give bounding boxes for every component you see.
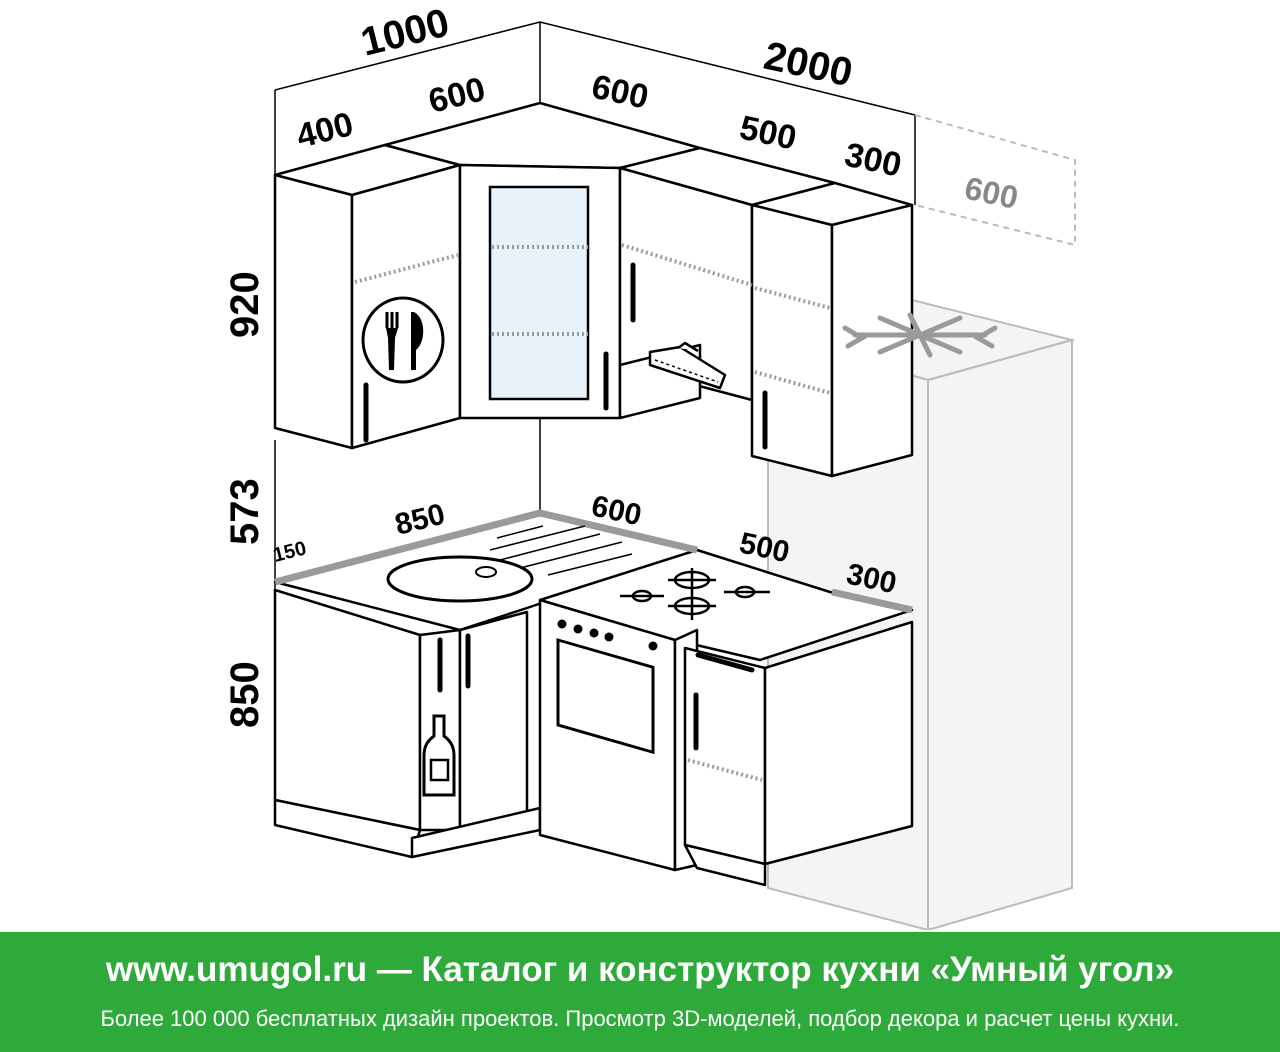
- banner-title[interactable]: www.umugol.ru — Каталог и конструктор ку…: [105, 950, 1175, 989]
- upper-cabinets: [273, 101, 914, 478]
- dim-upper-300: 300: [841, 136, 904, 185]
- dim-upper-600-left: 600: [425, 70, 489, 121]
- range-hood-icon: [648, 341, 727, 390]
- dim-counter-150: 150: [271, 537, 309, 566]
- dim-upper-600-right: 600: [588, 68, 651, 117]
- banner-subtitle: Более 100 000 бесплатных дизайн проектов…: [100, 1006, 1180, 1031]
- dim-counter-850: 850: [392, 498, 449, 542]
- cutlery-plate-icon: [361, 296, 445, 384]
- promo-banner: www.umugol.ru — Каталог и конструктор ку…: [0, 932, 1280, 1052]
- sink-icon: [386, 525, 633, 603]
- dim-upper-400: 400: [293, 105, 357, 156]
- stove-burners-icon: [620, 568, 770, 620]
- bottle-icon: [422, 714, 456, 797]
- kitchen-drawing: 1000 2000 400 600 600 500 300 600 920 57…: [223, 1, 1076, 930]
- dim-total-right: 2000: [760, 34, 856, 96]
- dim-height-lower: 850: [223, 661, 267, 728]
- dim-height-gap: 573: [223, 478, 267, 545]
- dim-height-upper: 920: [223, 271, 267, 338]
- snowflake-icon: [842, 312, 998, 358]
- dim-upper-500: 500: [736, 109, 799, 158]
- dim-total-left: 1000: [357, 1, 454, 65]
- dim-fridge-600: 600: [962, 170, 1022, 216]
